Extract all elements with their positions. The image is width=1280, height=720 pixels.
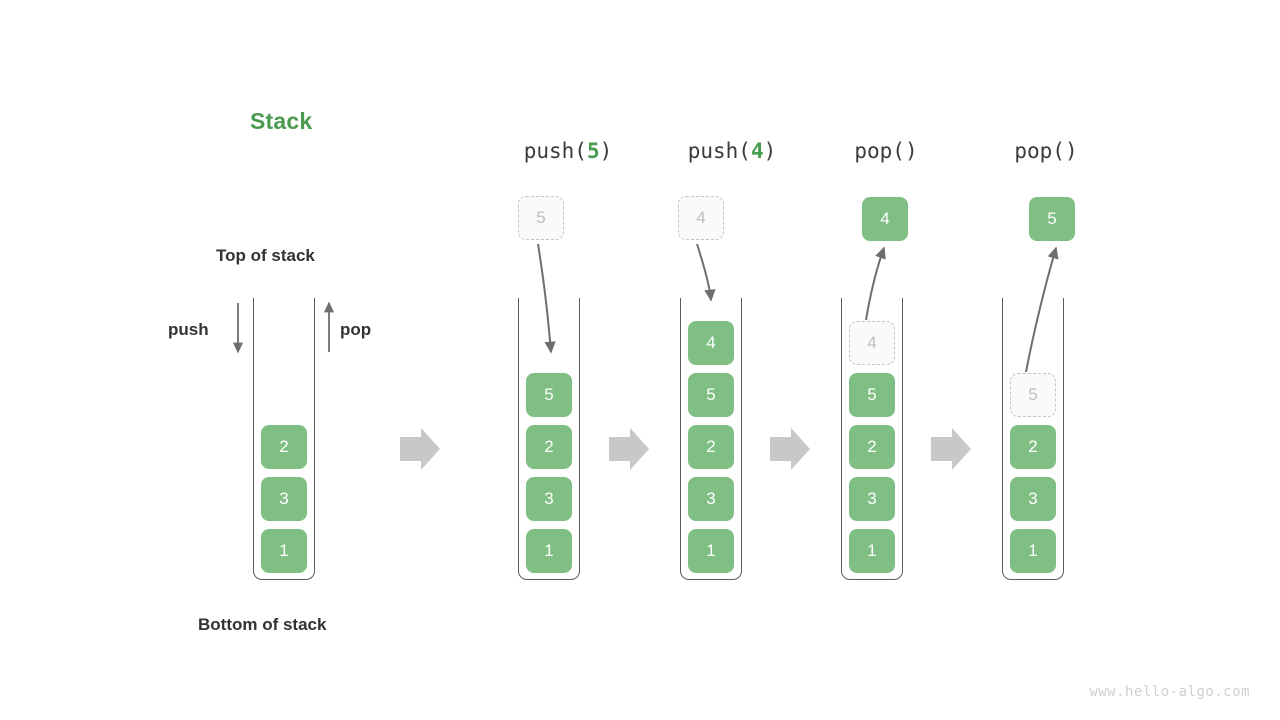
push-label: push bbox=[168, 320, 209, 339]
op-header-push-4: push(4) bbox=[632, 139, 832, 163]
stack-container bbox=[841, 298, 903, 580]
stack-cell[interactable]: 3 bbox=[526, 477, 572, 521]
popped-cell[interactable]: 4 bbox=[862, 197, 908, 241]
stack-container bbox=[518, 298, 580, 580]
stack-cell[interactable]: 2 bbox=[526, 425, 572, 469]
op-header-suffix: ) bbox=[1064, 139, 1078, 163]
stack-cell[interactable]: 1 bbox=[261, 529, 307, 573]
floating-ghost-cell: 5 bbox=[518, 196, 564, 240]
top-of-stack-label: Top of stack bbox=[216, 246, 315, 265]
stack-cell[interactable]: 3 bbox=[849, 477, 895, 521]
stack-cell[interactable]: 2 bbox=[1010, 425, 1056, 469]
op-header-pop-1: pop() bbox=[786, 139, 986, 163]
op-header-suffix: ) bbox=[763, 139, 777, 163]
stack-container bbox=[1002, 298, 1064, 580]
op-header-text: pop( bbox=[854, 139, 905, 163]
stack-cell[interactable]: 1 bbox=[688, 529, 734, 573]
op-header-arg: 4 bbox=[750, 139, 764, 163]
step-arrow-1 bbox=[400, 428, 440, 470]
op-header-suffix: ) bbox=[904, 139, 918, 163]
stack-container bbox=[253, 298, 315, 580]
floating-ghost-cell: 4 bbox=[678, 196, 724, 240]
stack-cell[interactable]: 5 bbox=[688, 373, 734, 417]
vacated-slot-cell: 4 bbox=[849, 321, 895, 365]
step-arrow-4 bbox=[931, 428, 971, 470]
stack-cell[interactable]: 1 bbox=[1010, 529, 1056, 573]
pop-label: pop bbox=[340, 320, 372, 339]
stack-container bbox=[680, 298, 742, 580]
stack-cell[interactable]: 3 bbox=[261, 477, 307, 521]
op-header-text: pop( bbox=[1014, 139, 1065, 163]
watermark: www.hello-algo.com bbox=[1089, 684, 1250, 700]
stack-cell[interactable]: 2 bbox=[261, 425, 307, 469]
stack-cell[interactable]: 1 bbox=[526, 529, 572, 573]
op-header-text: push( bbox=[687, 139, 751, 163]
stack-cell[interactable]: 4 bbox=[688, 321, 734, 365]
stack-cell[interactable]: 5 bbox=[849, 373, 895, 417]
stack-cell[interactable]: 5 bbox=[526, 373, 572, 417]
vacated-slot-cell: 5 bbox=[1010, 373, 1056, 417]
op-header-text: push( bbox=[523, 139, 587, 163]
op-header-suffix: ) bbox=[599, 139, 613, 163]
op-header-push-5: push(5) bbox=[468, 139, 668, 163]
step-arrow-2 bbox=[609, 428, 649, 470]
stack-cell[interactable]: 2 bbox=[849, 425, 895, 469]
stack-cell[interactable]: 1 bbox=[849, 529, 895, 573]
stack-cell[interactable]: 2 bbox=[688, 425, 734, 469]
step-arrow-3 bbox=[770, 428, 810, 470]
bottom-of-stack-label: Bottom of stack bbox=[198, 615, 327, 634]
push-4-flow-arrow bbox=[696, 243, 716, 302]
popped-cell[interactable]: 5 bbox=[1029, 197, 1075, 241]
page-title: Stack bbox=[250, 108, 313, 134]
op-header-arg: 5 bbox=[586, 139, 600, 163]
stack-cell[interactable]: 3 bbox=[688, 477, 734, 521]
stack-cell[interactable]: 3 bbox=[1010, 477, 1056, 521]
op-header-pop-2: pop() bbox=[946, 139, 1146, 163]
